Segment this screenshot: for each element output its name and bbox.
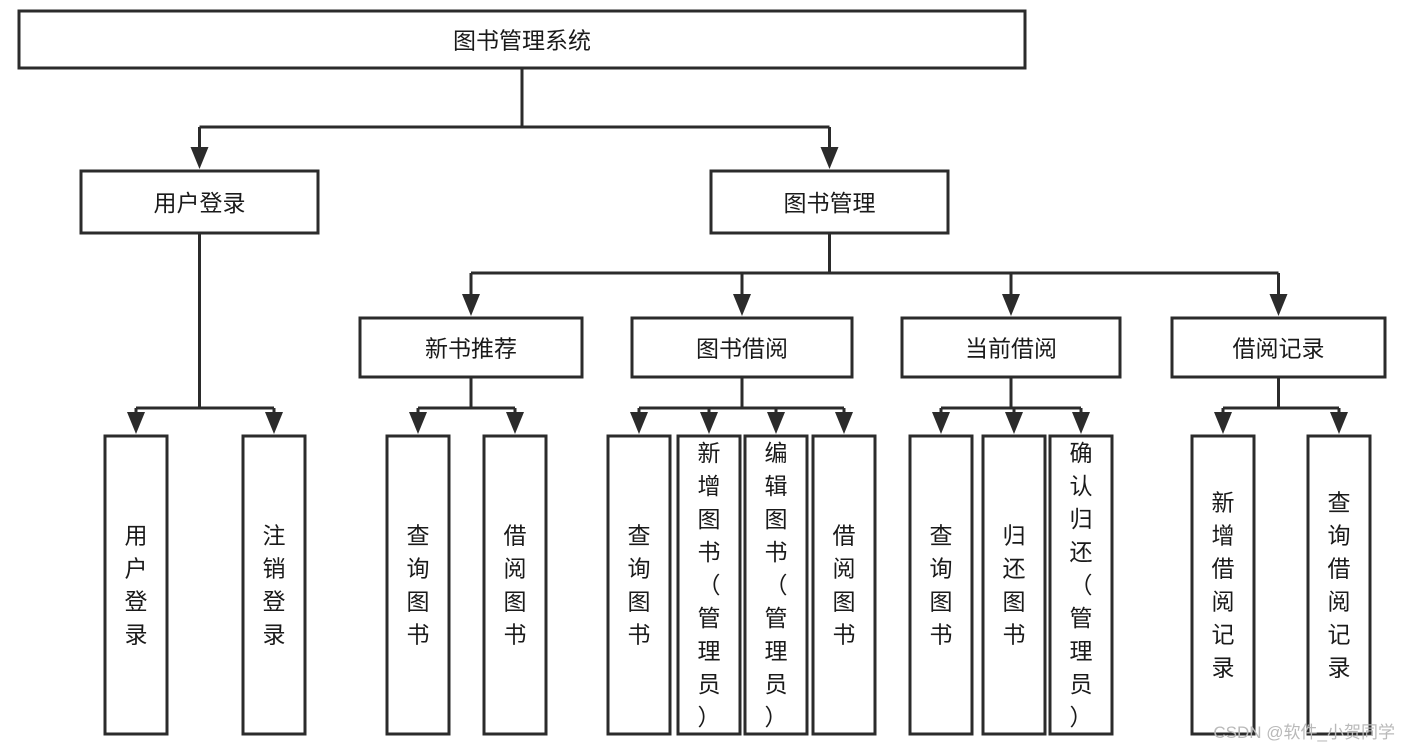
node-label-user-login: 用户登录: [154, 190, 246, 216]
connector-root: [190, 68, 839, 169]
node-leaf-borrow-book-recommend[interactable]: 借阅图书: [482, 434, 548, 736]
arrow-head-leaf-return-book: [1005, 412, 1023, 434]
arrow-head-leaf-query-book-current: [932, 412, 950, 434]
node-new-book-recommend[interactable]: 新书推荐: [358, 316, 584, 379]
arrow-head-book-borrow: [733, 294, 751, 316]
node-box-leaf-return-book: [981, 434, 1047, 736]
arrow-head-leaf-confirm-return: [1072, 412, 1090, 434]
node-label-leaf-query-book-borrow: 查询图书: [628, 523, 651, 648]
arrow-head-leaf-user-login: [127, 412, 145, 434]
connector-book-management: [462, 233, 1288, 316]
arrow-head-leaf-borrow-book: [835, 412, 853, 434]
connector-book-borrow: [630, 377, 853, 434]
node-box-borrow-records: [1170, 316, 1387, 379]
node-box-leaf-confirm-return: [1048, 434, 1114, 736]
node-box-new-book-recommend: [358, 316, 584, 379]
node-box-leaf-borrow-book: [811, 434, 877, 736]
node-label-leaf-confirm-return: 确认归还（管理员）: [1070, 440, 1093, 730]
node-box-leaf-borrow-book-recommend: [482, 434, 548, 736]
node-box-book-management: [709, 169, 950, 235]
node-book-borrow[interactable]: 图书借阅: [630, 316, 854, 379]
node-box-leaf-logout: [241, 434, 307, 736]
node-label-leaf-query-book-recommend: 查询图书: [407, 523, 430, 648]
arrow-head-user-login: [190, 147, 209, 169]
node-leaf-borrow-book[interactable]: 借阅图书: [811, 434, 877, 736]
arrow-head-borrow-records: [1269, 294, 1288, 316]
node-label-leaf-query-book-current: 查询图书: [930, 523, 953, 648]
node-box-leaf-query-book-borrow: [606, 434, 672, 736]
node-box-leaf-query-book-current: [908, 434, 974, 736]
node-label-book-borrow: 图书借阅: [696, 336, 788, 362]
node-root[interactable]: 图书管理系统: [17, 9, 1027, 70]
node-leaf-add-borrow-record[interactable]: 新增借阅记录: [1190, 434, 1256, 736]
node-box-current-borrow: [900, 316, 1122, 379]
connectors-layer: [127, 68, 1348, 434]
node-leaf-confirm-return[interactable]: 确认归还（管理员）: [1048, 434, 1114, 736]
node-borrow-records[interactable]: 借阅记录: [1170, 316, 1387, 379]
node-label-leaf-return-book: 归还图书: [1003, 523, 1026, 648]
node-box-user-login: [79, 169, 320, 235]
node-book-management[interactable]: 图书管理: [709, 169, 950, 235]
node-label-current-borrow: 当前借阅: [965, 336, 1057, 362]
node-box-leaf-query-borrow-record: [1306, 434, 1372, 736]
node-leaf-query-book-recommend[interactable]: 查询图书: [385, 434, 451, 736]
node-box-leaf-add-book: [676, 434, 742, 736]
node-label-leaf-user-login: 用户登录: [125, 523, 148, 648]
arrow-head-leaf-query-borrow-record: [1330, 412, 1348, 434]
node-label-leaf-add-borrow-record: 新增借阅记录: [1212, 490, 1235, 681]
arrow-head-current-borrow: [1002, 294, 1020, 316]
connector-user-login: [127, 233, 283, 434]
node-leaf-logout[interactable]: 注销登录: [241, 434, 307, 736]
arrow-head-leaf-query-book-recommend: [409, 412, 427, 434]
node-box-book-borrow: [630, 316, 854, 379]
connector-new-book-recommend: [409, 377, 524, 434]
node-leaf-user-login[interactable]: 用户登录: [103, 434, 169, 736]
arrow-head-new-book-recommend: [462, 294, 480, 316]
node-label-leaf-add-book: 新增图书（管理员）: [698, 440, 721, 730]
node-box-leaf-query-book-recommend: [385, 434, 451, 736]
connector-current-borrow: [932, 377, 1090, 434]
nodes-layer: 图书管理系统用户登录图书管理新书推荐图书借阅当前借阅借阅记录用户登录注销登录查询…: [17, 9, 1387, 736]
arrow-head-leaf-add-book: [700, 412, 718, 434]
node-label-borrow-records: 借阅记录: [1233, 336, 1325, 362]
node-current-borrow[interactable]: 当前借阅: [900, 316, 1122, 379]
node-label-leaf-borrow-book-recommend: 借阅图书: [504, 523, 527, 648]
arrow-head-book-management: [820, 147, 839, 169]
node-leaf-return-book[interactable]: 归还图书: [981, 434, 1047, 736]
node-label-book-management: 图书管理: [784, 190, 876, 216]
arrow-head-leaf-borrow-book-recommend: [506, 412, 524, 434]
arrow-head-leaf-add-borrow-record: [1214, 412, 1232, 434]
node-leaf-add-book[interactable]: 新增图书（管理员）: [676, 434, 742, 736]
node-box-leaf-edit-book: [743, 434, 809, 736]
arrow-head-leaf-logout: [265, 412, 283, 434]
arrow-head-leaf-query-book-borrow: [630, 412, 648, 434]
node-label-leaf-logout: 注销登录: [263, 523, 286, 648]
node-leaf-query-borrow-record[interactable]: 查询借阅记录: [1306, 434, 1372, 736]
node-box-leaf-user-login: [103, 434, 169, 736]
node-user-login[interactable]: 用户登录: [79, 169, 320, 235]
node-leaf-query-book-borrow[interactable]: 查询图书: [606, 434, 672, 736]
node-label-root: 图书管理系统: [453, 28, 591, 54]
node-leaf-edit-book[interactable]: 编辑图书（管理员）: [743, 434, 809, 736]
node-box-leaf-add-borrow-record: [1190, 434, 1256, 736]
connector-borrow-records: [1214, 377, 1348, 434]
node-leaf-query-book-current[interactable]: 查询图书: [908, 434, 974, 736]
node-label-leaf-borrow-book: 借阅图书: [833, 523, 856, 648]
arrow-head-leaf-edit-book: [767, 412, 785, 434]
node-label-leaf-edit-book: 编辑图书（管理员）: [765, 440, 788, 730]
node-box-root: [17, 9, 1027, 70]
csdn-watermark: CSDN @软件_小贺同学: [1213, 723, 1395, 742]
node-label-new-book-recommend: 新书推荐: [425, 336, 517, 362]
node-label-leaf-query-borrow-record: 查询借阅记录: [1328, 490, 1351, 681]
